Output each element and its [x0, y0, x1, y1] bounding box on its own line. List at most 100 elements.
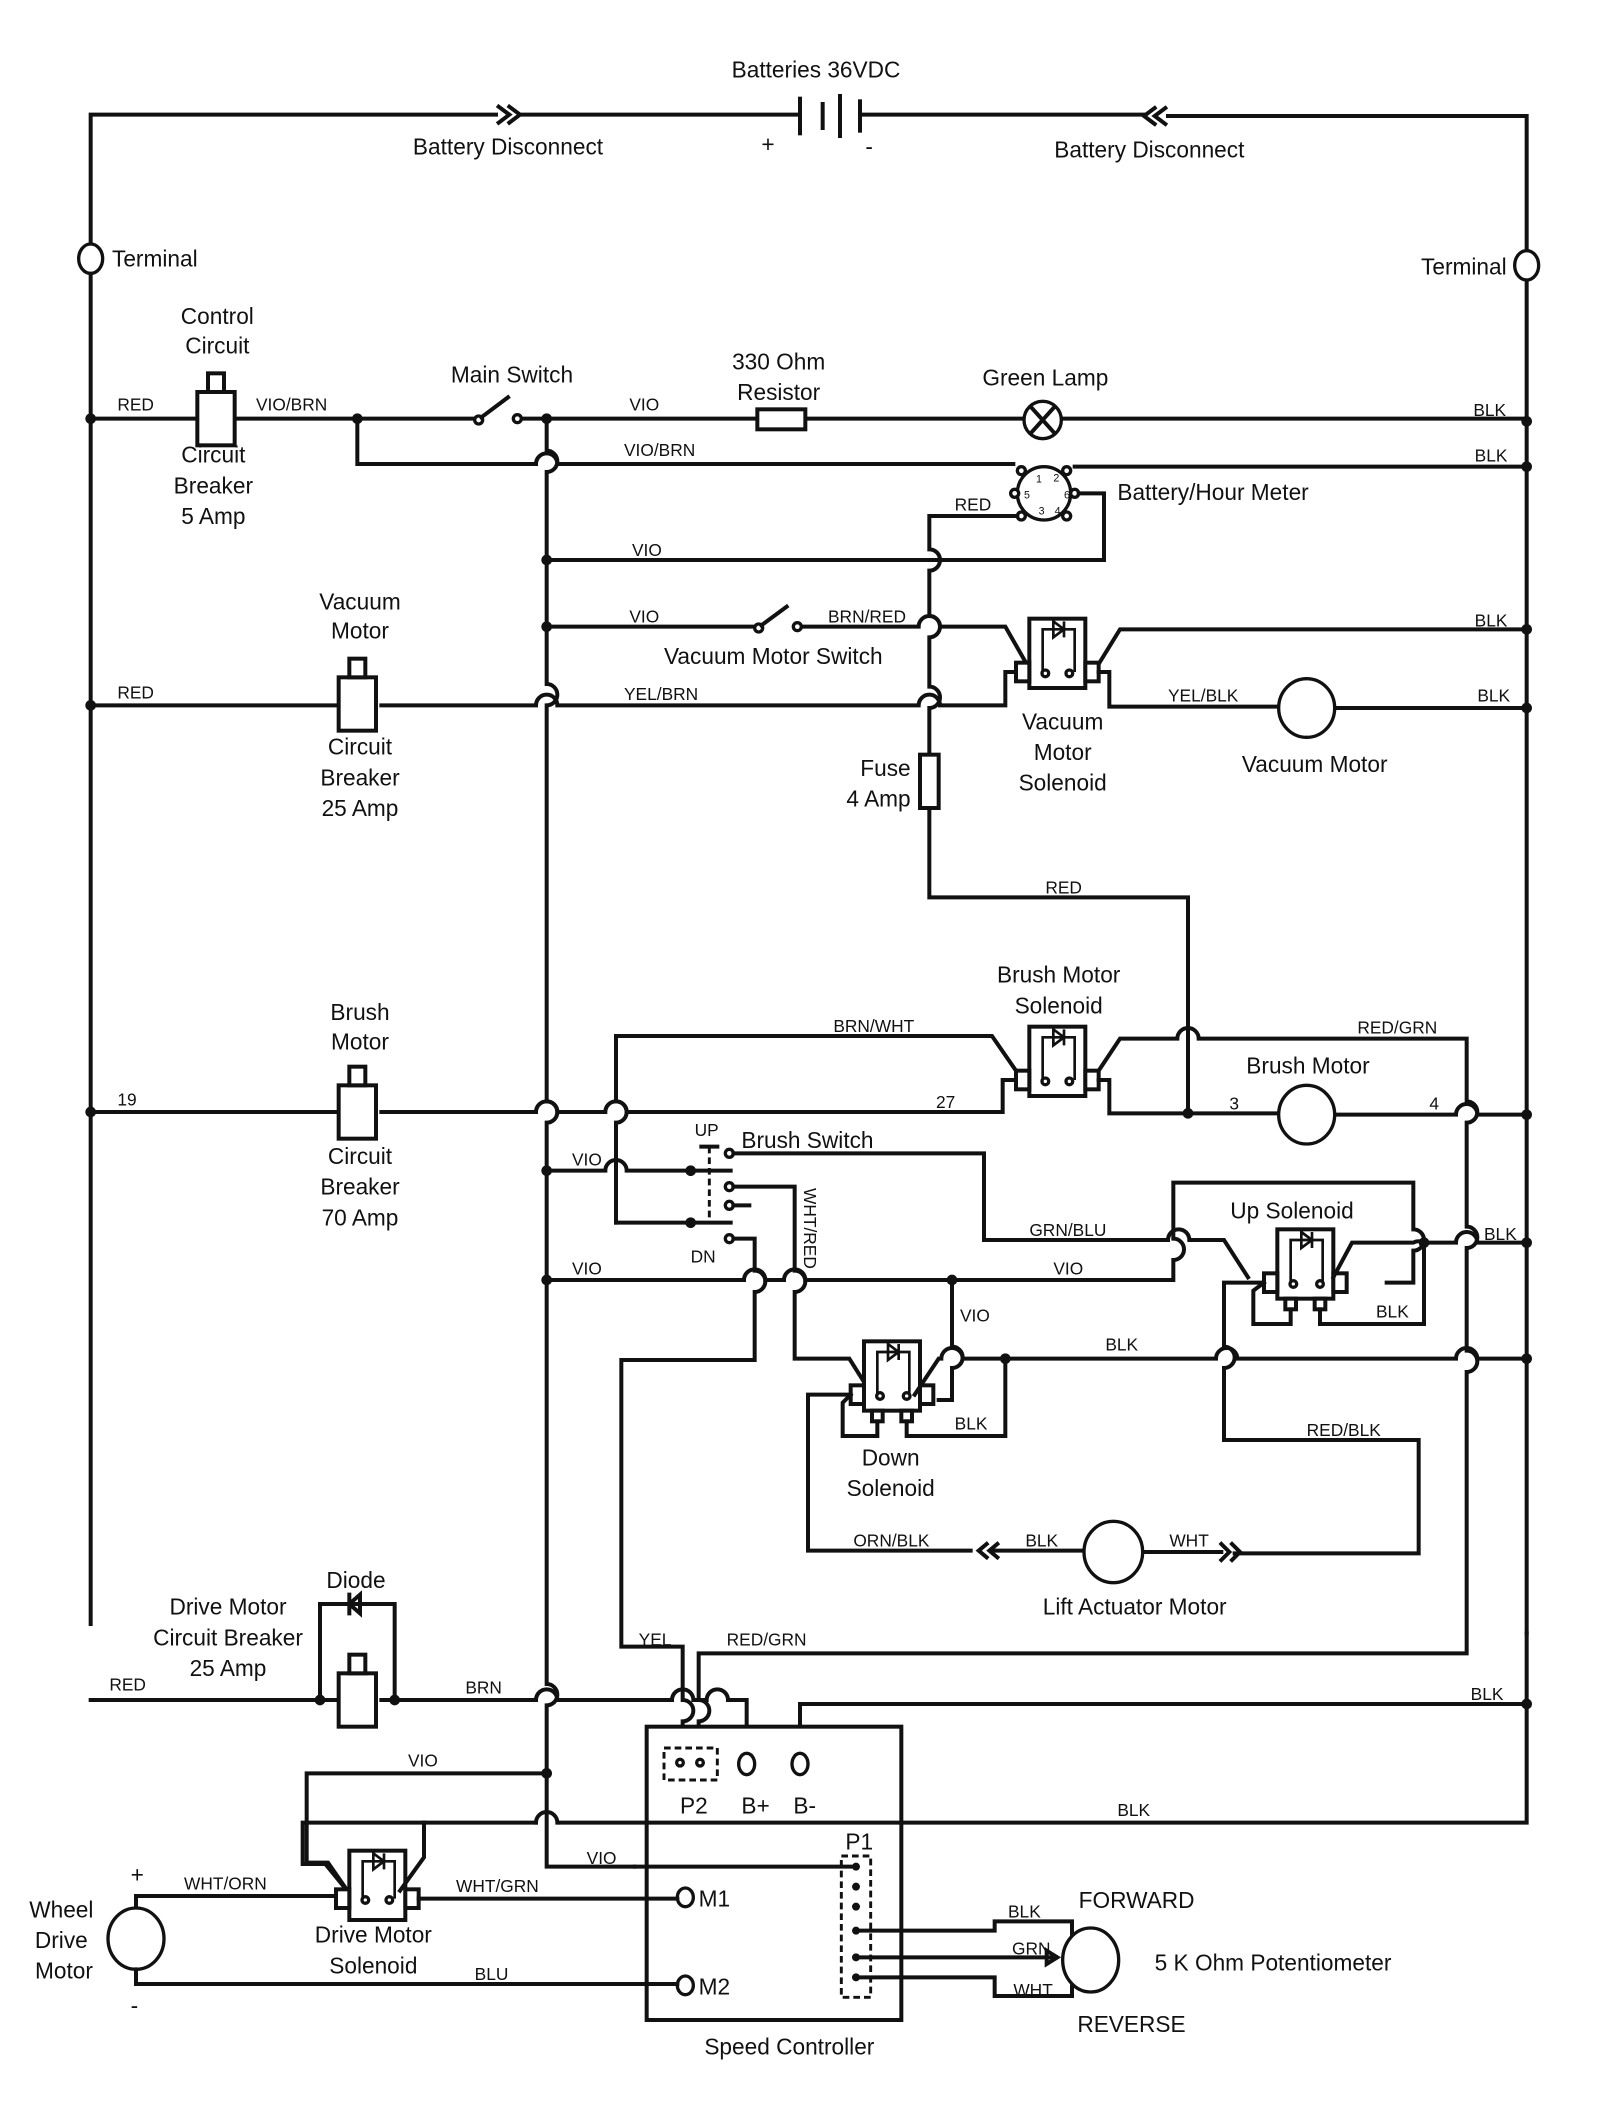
drive-circuit-breaker-icon[interactable] [336, 1652, 378, 1729]
resistor-icon [755, 407, 808, 432]
b-plus-terminal-icon[interactable] [737, 1751, 757, 1777]
drive-motor-solenoid-icon[interactable] [333, 1848, 421, 1922]
wire-label: BRN/WHT [833, 1016, 914, 1036]
brush-cb-label: Brush [330, 999, 389, 1025]
vacuum-motor-icon[interactable] [1276, 677, 1337, 739]
drive-solenoid-label: Solenoid [329, 1952, 417, 1978]
down-solenoid-icon[interactable] [848, 1339, 936, 1424]
lift-plug-right-icon [1218, 1541, 1243, 1563]
wire-label: BLK [1471, 1684, 1504, 1704]
disconnect-plug-right-icon [1140, 105, 1169, 127]
brush-switch-icon[interactable] [685, 1144, 752, 1245]
down-solenoid-label: Down [862, 1444, 920, 1470]
wire-label: BLK [1025, 1531, 1058, 1551]
vacuum-cb-label: Breaker [320, 764, 400, 790]
vacuum-motor-switch-icon[interactable] [753, 603, 803, 634]
wire-label: VIO [632, 540, 662, 560]
vacuum-switch-label: Vacuum Motor Switch [664, 643, 883, 669]
wire-label: VIO [408, 1751, 438, 1771]
wire-label: VIO [572, 1149, 602, 1169]
up-solenoid-icon[interactable] [1261, 1227, 1349, 1312]
wire-label: WHT [1013, 1980, 1053, 2000]
wheel-drive-motor-icon[interactable] [106, 1906, 166, 1971]
wire-label: RED/GRN [727, 1629, 807, 1649]
wheel-motor-minus: - [131, 1992, 139, 2018]
main-switch-icon[interactable] [472, 394, 523, 426]
potentiometer-icon[interactable] [1060, 1926, 1121, 1994]
control-cb-label: Breaker [174, 472, 254, 498]
forward-label: FORWARD [1079, 1887, 1195, 1913]
brush-motor-terminal: 3 [1229, 1093, 1239, 1113]
wire-label: VIO [629, 607, 659, 627]
battery-disconnect-right-label: Battery Disconnect [1054, 136, 1245, 162]
control-circuit-breaker-icon[interactable] [195, 371, 237, 448]
wire-label: RED [109, 1675, 146, 1695]
wire-label: RED [117, 395, 154, 415]
wheel-motor-label: Drive [35, 1927, 88, 1953]
vacuum-motor-label: Vacuum Motor [1242, 751, 1388, 777]
wire-label: BLK [1475, 611, 1508, 631]
battery-hour-meter-icon[interactable]: 1 2 5 6 3 4 [1009, 464, 1081, 522]
vio-lift-row: VIO VIO VIO Up Solenoid BLK BLK RED/BLK [541, 1180, 1532, 1556]
fuse-label: 4 Amp [846, 786, 910, 812]
m2-terminal-icon[interactable] [675, 1974, 695, 1997]
vacuum-switch-row: VIO BRN/RED Vacuum Motor Switch BLK [541, 603, 1532, 669]
wheel-motor-label: Motor [35, 1958, 93, 1984]
drive-solenoid-label: Drive Motor [315, 1922, 433, 1948]
brush-motor-terminal: 4 [1429, 1093, 1439, 1113]
vacuum-solenoid-label: Motor [1034, 739, 1092, 765]
b-minus-label: B- [793, 1792, 816, 1818]
wire-label: VIO [960, 1305, 990, 1325]
down-solenoid-section: BLK BLK Down Solenoid ORN/BLK BLK Lift A… [806, 1335, 1532, 1620]
wire-label: VIO/BRN [624, 440, 695, 460]
p2-label: P2 [680, 1792, 708, 1818]
brush-cb-label: 70 Amp [322, 1204, 399, 1230]
wire-label: VIO/BRN [256, 395, 327, 415]
control-cb-label: Circuit [181, 442, 246, 468]
brush-circuit-breaker-icon[interactable] [336, 1064, 378, 1141]
wheel-motor-plus: + [131, 1862, 144, 1888]
brush-cb-label: Breaker [320, 1174, 400, 1200]
m1-terminal-icon[interactable] [675, 1886, 695, 1909]
meter-pin: 4 [1055, 506, 1061, 518]
terminal-left-icon[interactable] [76, 242, 105, 275]
vacuum-motor-solenoid-icon[interactable] [1014, 616, 1101, 690]
wheel-motor-label: Wheel [29, 1896, 93, 1922]
m2-label: M2 [699, 1974, 730, 2000]
wire-label: YEL/BRN [624, 684, 698, 704]
p2-connector-icon[interactable] [662, 1746, 719, 1782]
brush-solenoid-label: Solenoid [1015, 992, 1103, 1018]
brush-switch-section: VIO UP DN Brush Switch GRN/BLU WHT/RED Y… [541, 1120, 1251, 1746]
wire-label: WHT/ORN [184, 1873, 267, 1893]
wire-label: RED [117, 683, 154, 703]
battery-plus: + [761, 131, 774, 157]
wire-label: YEL/BLK [1168, 685, 1239, 705]
brush-motor-solenoid-icon[interactable] [1014, 1024, 1101, 1098]
meter-pin: 6 [1064, 490, 1070, 502]
wire-label: BRN [465, 1677, 502, 1697]
m1-label: M1 [699, 1886, 730, 1912]
drive-cb-label: Drive Motor [169, 1594, 287, 1620]
p1-connector-icon[interactable] [839, 1854, 873, 1999]
terminal-right-icon[interactable] [1512, 248, 1541, 282]
brush-switch-up-label: UP [695, 1120, 719, 1140]
p1-label: P1 [845, 1828, 873, 1854]
battery-minus: - [865, 134, 873, 160]
green-lamp-icon [1022, 399, 1063, 441]
meter-pin: 3 [1039, 506, 1045, 518]
brush-cb-label: Motor [331, 1028, 389, 1054]
brush-switch-dn-label: DN [691, 1247, 716, 1267]
vacuum-motor-row: RED Vacuum Motor Circuit Breaker 25 Amp … [85, 588, 1532, 821]
wire-label: RED/BLK [1307, 1420, 1382, 1440]
disconnect-plug-left-icon [495, 103, 524, 126]
vacuum-cb-label: Circuit [328, 734, 393, 760]
vacuum-circuit-breaker-icon[interactable] [336, 656, 378, 733]
b-minus-terminal-icon[interactable] [790, 1751, 810, 1777]
wiper-arrow-icon [1044, 1947, 1062, 1968]
wire-label: BLK [1008, 1901, 1041, 1921]
wire-label: BLK [1105, 1335, 1138, 1355]
drive-solenoid-section: VIO Drive Motor Solenoid WHT/ORN WHT/GRN… [29, 1751, 680, 2018]
wire-label: BLK [955, 1413, 988, 1433]
lift-actuator-motor-icon[interactable] [1082, 1519, 1145, 1585]
brush-motor-icon[interactable] [1276, 1083, 1337, 1146]
